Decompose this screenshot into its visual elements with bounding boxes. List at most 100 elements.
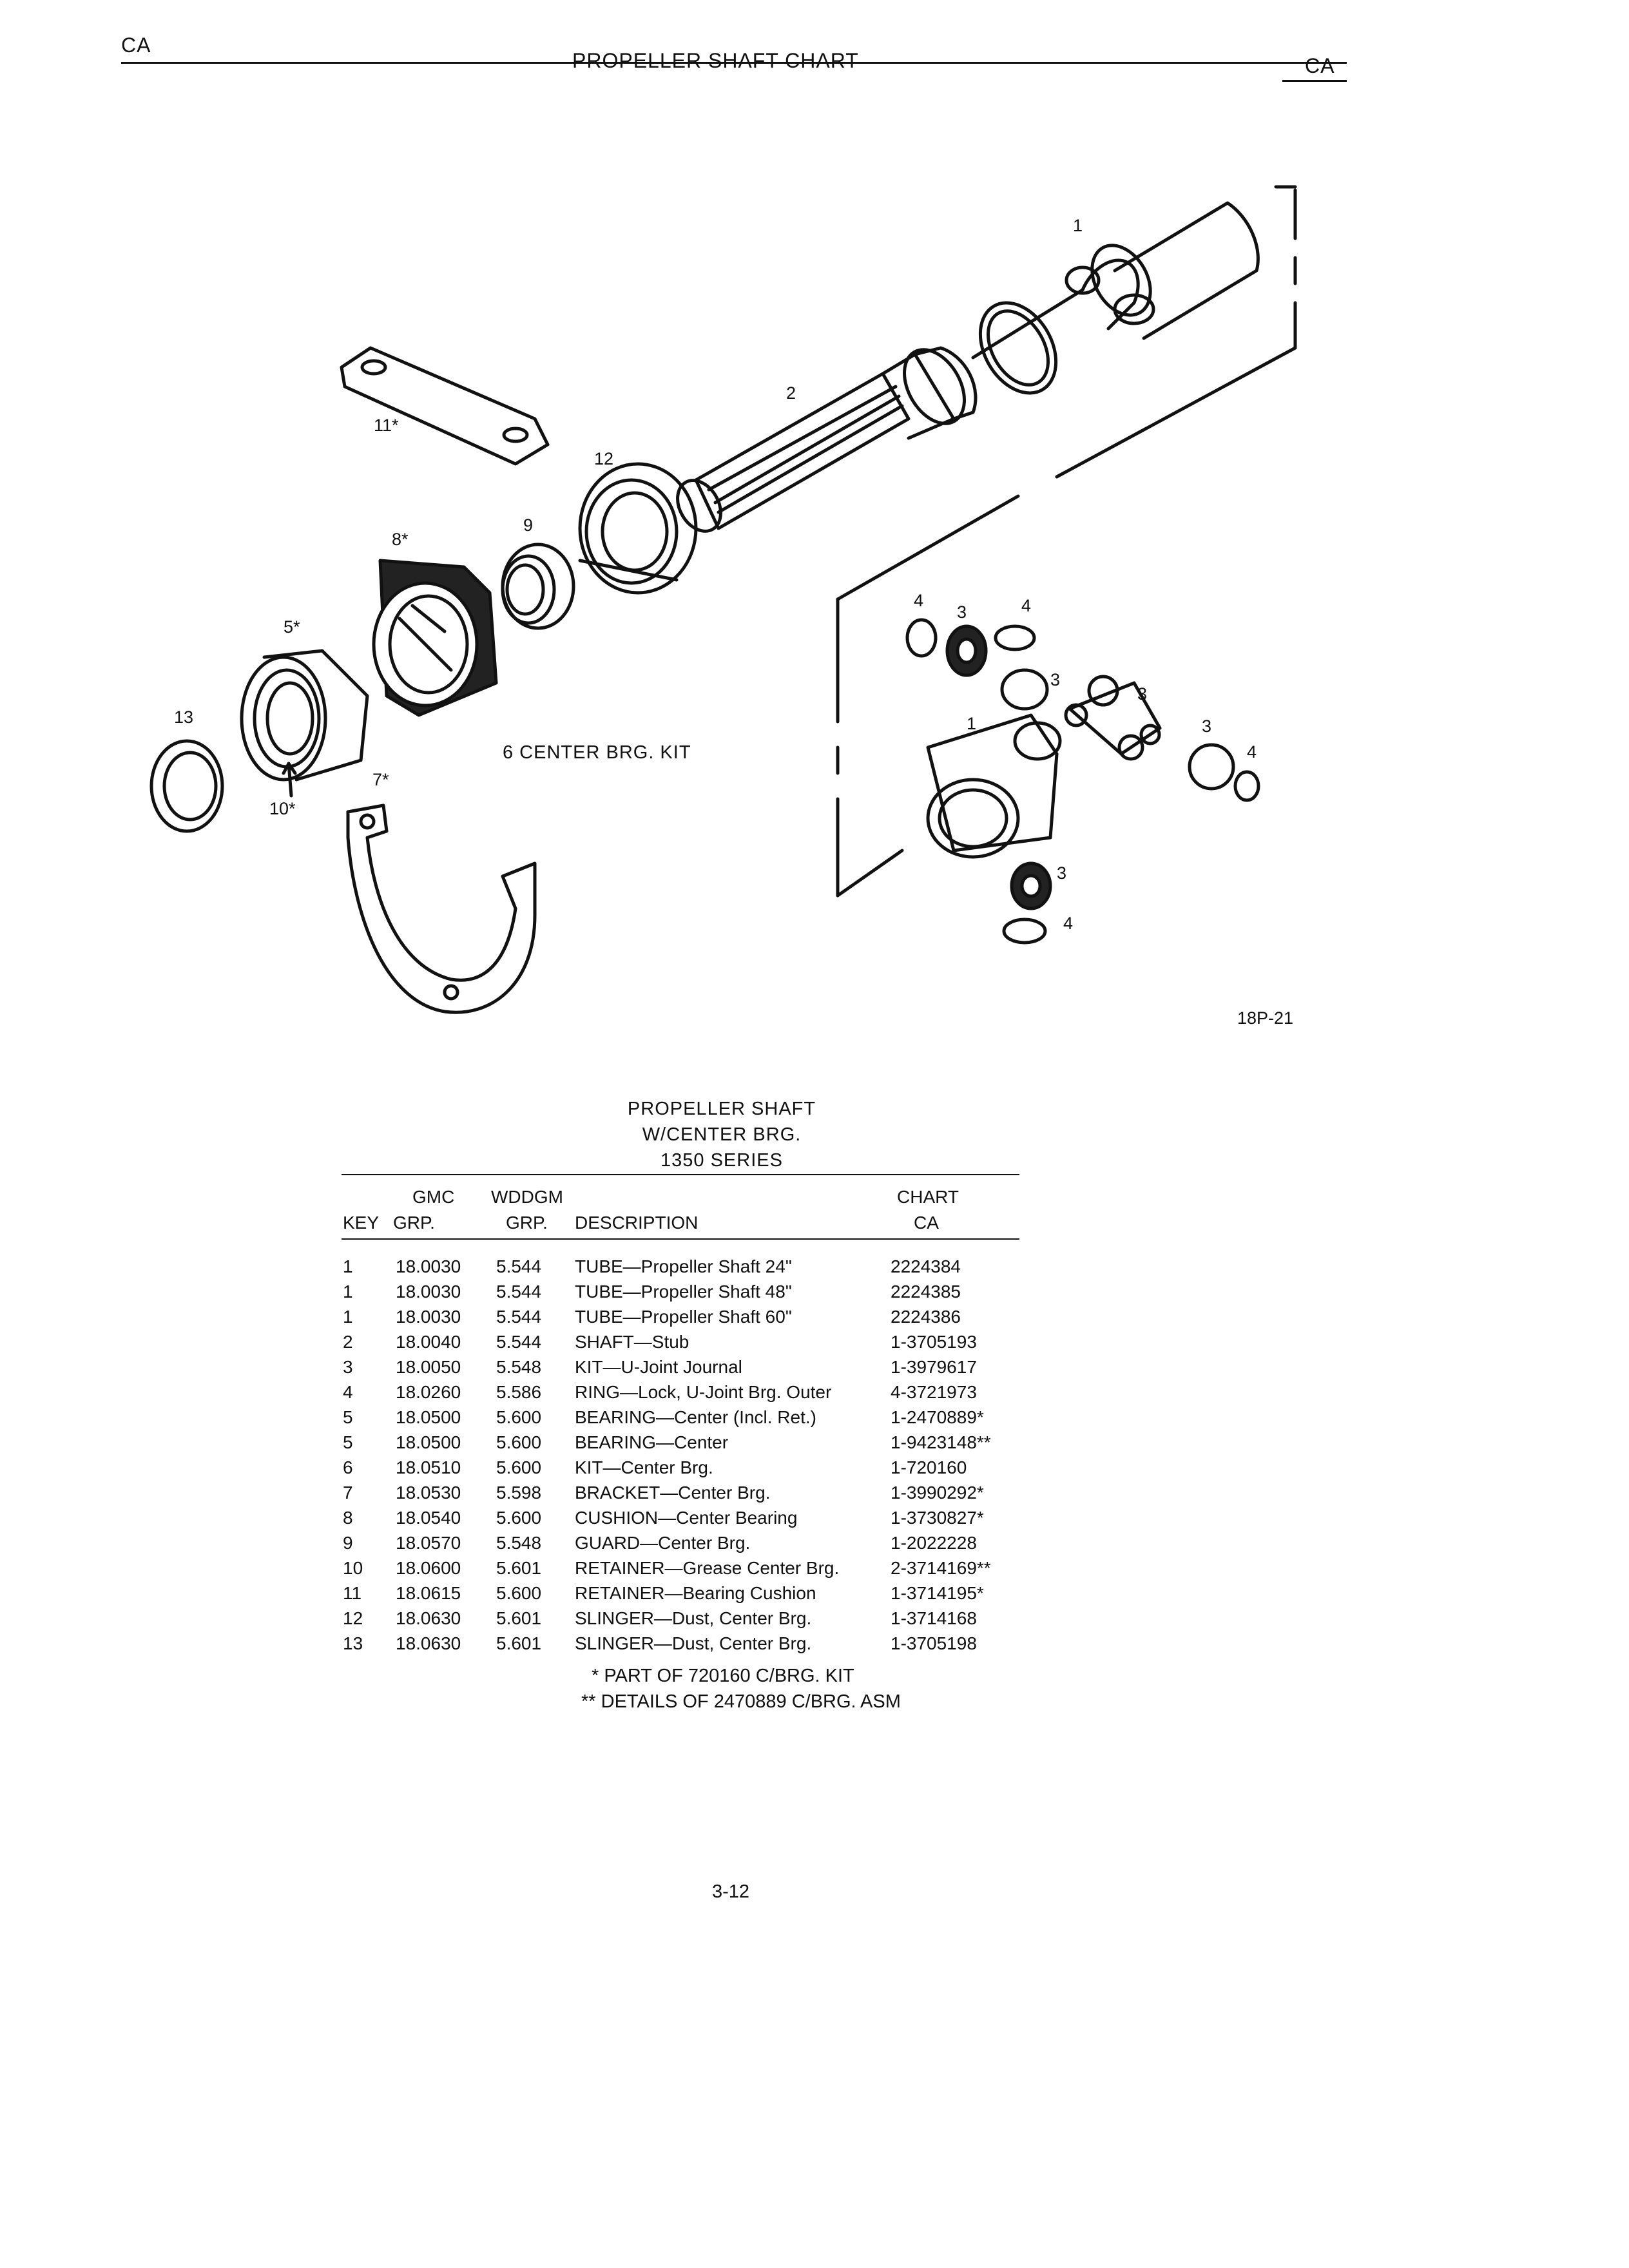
cell-gmc: 18.0030: [396, 1307, 461, 1327]
cell-part-number: 1-3705193: [891, 1332, 977, 1352]
cell-wddgm: 5.586: [496, 1382, 542, 1402]
cell-part-number: 1-2470889*: [891, 1407, 984, 1427]
page-title: PROPELLER SHAFT CHART: [572, 49, 859, 72]
cell-key: 10: [343, 1558, 363, 1578]
cell-wddgm: 5.600: [496, 1583, 542, 1603]
cell-wddgm: 5.598: [496, 1483, 542, 1503]
col-wddgm: GRP.: [506, 1213, 548, 1233]
callout-ujoint-3c: 3: [1137, 684, 1148, 704]
cell-gmc: 18.0510: [396, 1457, 461, 1477]
retainer-10-arrow: [282, 762, 297, 798]
callout-2-shaft: 2: [786, 383, 796, 403]
cell-description: TUBE—Propeller Shaft 60": [575, 1307, 792, 1327]
cell-wddgm: 5.544: [496, 1282, 542, 1302]
cell-key: 11: [343, 1583, 362, 1603]
cell-key: 12: [343, 1608, 363, 1628]
callout-ujoint-3a: 3: [957, 602, 967, 622]
cell-description: KIT—Center Brg.: [575, 1457, 713, 1477]
cell-part-number: 1-3990292*: [891, 1483, 984, 1503]
cell-description: BRACKET—Center Brg.: [575, 1483, 771, 1503]
cell-description: RING—Lock, U-Joint Brg. Outer: [575, 1382, 832, 1402]
table-title-line-2: W/CENTER BRG.: [642, 1124, 802, 1145]
cell-part-number: 4-3721973: [891, 1382, 977, 1402]
cell-part-number: 2224386: [891, 1307, 961, 1327]
callout-1-tube: 1: [1073, 216, 1083, 235]
callout-ujoint-4a: 4: [914, 591, 924, 610]
col-key: KEY: [343, 1213, 380, 1233]
retainer-11-part: [340, 346, 550, 466]
cell-key: 6: [343, 1457, 353, 1477]
guard-9-part: [501, 543, 575, 630]
tube-part: [971, 201, 1260, 395]
callout-12-slinger: 12: [594, 449, 614, 468]
cell-gmc: 18.0500: [396, 1407, 461, 1427]
cell-wddgm: 5.544: [496, 1307, 542, 1327]
cell-part-number: 2224385: [891, 1282, 961, 1302]
bearing-5-part: [240, 649, 369, 782]
callout-8-cushion: 8*: [392, 530, 409, 549]
cell-key: 4: [343, 1382, 353, 1402]
header-rule: [121, 62, 1347, 64]
ujoint-parts: [905, 618, 1260, 945]
table-header-rule: [342, 1238, 1019, 1240]
footnote-single-star: * PART OF 720160 C/BRG. KIT: [592, 1666, 854, 1686]
cell-gmc: 18.0530: [396, 1483, 461, 1503]
table-title-line-3: 1350 SERIES: [660, 1150, 783, 1171]
cell-wddgm: 5.548: [496, 1357, 542, 1377]
cell-part-number: 1-3979617: [891, 1357, 977, 1377]
cell-part-number: 2224384: [891, 1256, 961, 1276]
cell-wddgm: 5.544: [496, 1256, 542, 1276]
cell-part-number: 1-3714195*: [891, 1583, 984, 1603]
cell-gmc: 18.0540: [396, 1508, 461, 1528]
header-right-code: CA: [1305, 54, 1335, 77]
center-bearing-kit-label: 6 CENTER BRG. KIT: [503, 742, 691, 763]
cell-description: BEARING—Center: [575, 1432, 729, 1452]
callout-ujoint-4b: 4: [1021, 596, 1032, 615]
cell-key: 1: [343, 1282, 353, 1302]
cell-wddgm: 5.600: [496, 1457, 542, 1477]
callout-7-bracket: 7*: [372, 770, 389, 789]
cell-gmc: 18.0500: [396, 1432, 461, 1452]
col-chart-top: CHART: [897, 1187, 959, 1207]
cell-key: 13: [343, 1633, 363, 1653]
table-row: 1 18.0030 5.544 TUBE—Propeller Shaft 60" 222…: [342, 1307, 1018, 1332]
cell-description: TUBE—Propeller Shaft 24": [575, 1256, 792, 1276]
cell-key: 8: [343, 1508, 353, 1528]
cell-part-number: 2-3714169**: [891, 1558, 991, 1578]
cell-description: BEARING—Center (Incl. Ret.): [575, 1407, 816, 1427]
cell-key: 9: [343, 1533, 353, 1553]
cell-key: 5: [343, 1432, 353, 1452]
cell-key: 2: [343, 1332, 353, 1352]
table-row: 4 18.0260 5.586 RING—Lock, U-Joint Brg. Out…: [342, 1382, 1018, 1407]
callout-ujoint-3e: 3: [1057, 863, 1067, 883]
cell-part-number: 1-2022228: [891, 1533, 977, 1553]
figure-id: 18P-21: [1237, 1008, 1294, 1028]
slinger-13-part: [149, 739, 224, 833]
cell-gmc: 18.0040: [396, 1332, 461, 1352]
callout-ujoint-3d: 3: [1202, 716, 1212, 736]
col-gmc-top: GMC: [412, 1187, 455, 1207]
cell-key: 1: [343, 1256, 353, 1276]
cell-wddgm: 5.600: [496, 1508, 542, 1528]
cell-wddgm: 5.601: [496, 1558, 542, 1578]
cell-description: KIT—U-Joint Journal: [575, 1357, 742, 1377]
cell-gmc: 18.0260: [396, 1382, 461, 1402]
cell-description: SLINGER—Dust, Center Brg.: [575, 1633, 812, 1653]
cell-part-number: 1-3705198: [891, 1633, 977, 1653]
slinger-12-part: [578, 462, 698, 595]
cell-part-number: 1-9423148**: [891, 1432, 991, 1452]
cell-gmc: 18.0570: [396, 1533, 461, 1553]
cell-key: 1: [343, 1307, 353, 1327]
col-wddgm-top: WDDGM: [491, 1187, 563, 1207]
cell-description: RETAINER—Grease Center Brg.: [575, 1558, 840, 1578]
cell-description: SHAFT—Stub: [575, 1332, 689, 1352]
ujoint-enclosure-lines: [836, 185, 1297, 898]
